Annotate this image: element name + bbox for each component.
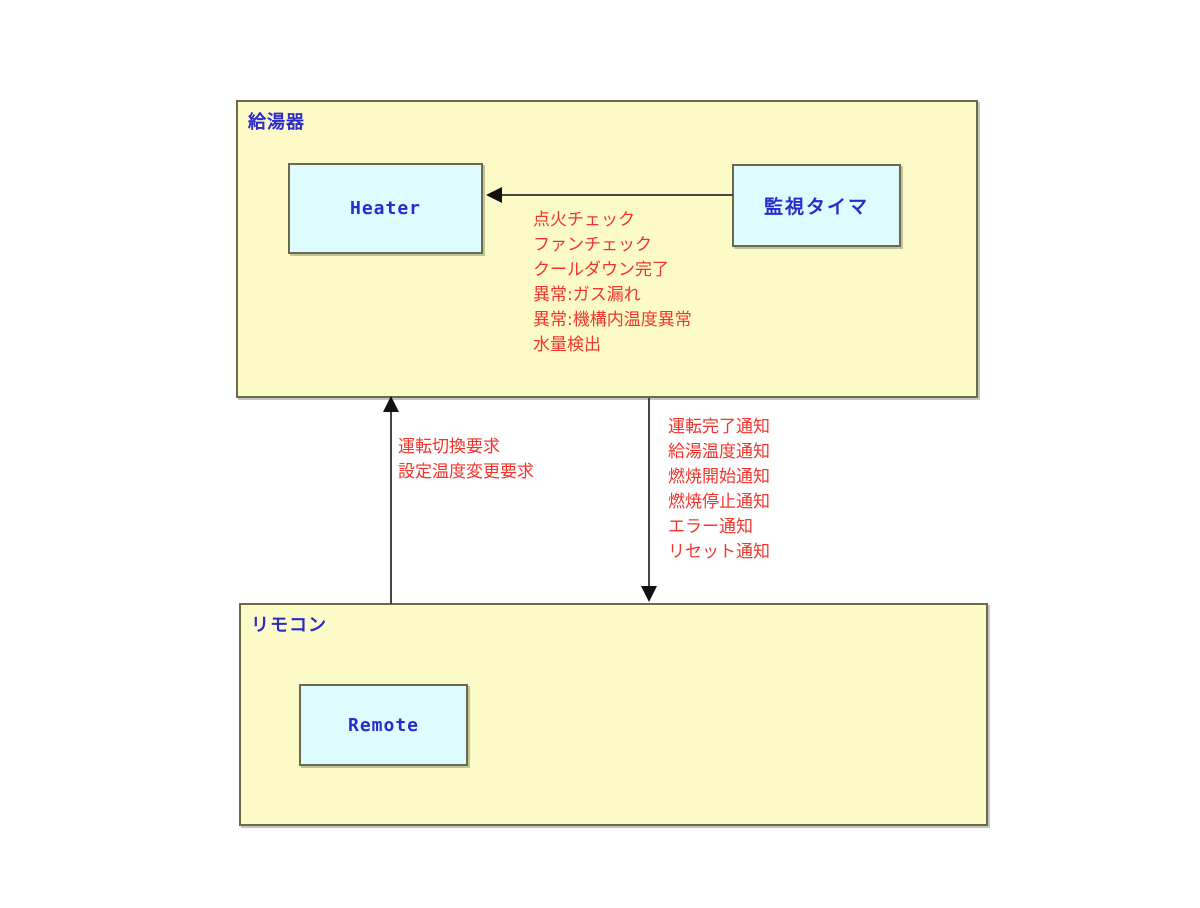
- class-box-heater[interactable]: Heater: [288, 163, 483, 254]
- message-item: 異常:機構内温度異常: [533, 310, 692, 330]
- message-list-heater-to-remote: 運転完了通知 給湯温度通知 燃焼開始通知 燃焼停止通知 エラー通知 リセット通知: [668, 415, 770, 565]
- message-item: 設定温度変更要求: [398, 462, 534, 482]
- package-remote-label: リモコン: [251, 615, 327, 636]
- message-item: 給湯温度通知: [668, 442, 770, 462]
- message-item: 異常:ガス漏れ: [533, 285, 641, 305]
- arrow-left-icon: [486, 187, 502, 203]
- message-item: 運転切換要求: [398, 437, 500, 457]
- class-box-monitoring-timer[interactable]: 監視タイマ: [732, 164, 901, 247]
- arrow-up-icon: [383, 396, 399, 412]
- message-item: ファンチェック: [533, 235, 652, 255]
- class-box-remote-label: Remote: [347, 714, 420, 736]
- message-item: 水量検出: [533, 335, 601, 355]
- message-item: 運転完了通知: [668, 417, 770, 437]
- arrow-down-icon: [641, 586, 657, 602]
- message-item: 燃焼開始通知: [668, 467, 770, 487]
- message-list-remote-to-heater: 運転切換要求 設定温度変更要求: [398, 435, 534, 485]
- message-item: 点火チェック: [533, 210, 635, 230]
- class-box-heater-label: Heater: [349, 198, 422, 219]
- message-item: クールダウン完了: [533, 260, 669, 280]
- message-item: 燃焼停止通知: [668, 492, 770, 512]
- message-list-timer-to-heater: 点火チェック ファンチェック クールダウン完了 異常:ガス漏れ 異常:機構内温度…: [533, 208, 692, 358]
- class-box-remote[interactable]: Remote: [299, 684, 468, 766]
- package-heater-label: 給湯器: [248, 112, 305, 133]
- connector-remote-to-heater: [390, 408, 392, 604]
- connector-heater-to-remote: [648, 398, 650, 588]
- message-item: リセット通知: [668, 542, 770, 562]
- connector-timer-to-heater: [500, 194, 733, 196]
- class-box-monitoring-timer-label: 監視タイマ: [763, 196, 869, 218]
- message-item: エラー通知: [668, 517, 753, 537]
